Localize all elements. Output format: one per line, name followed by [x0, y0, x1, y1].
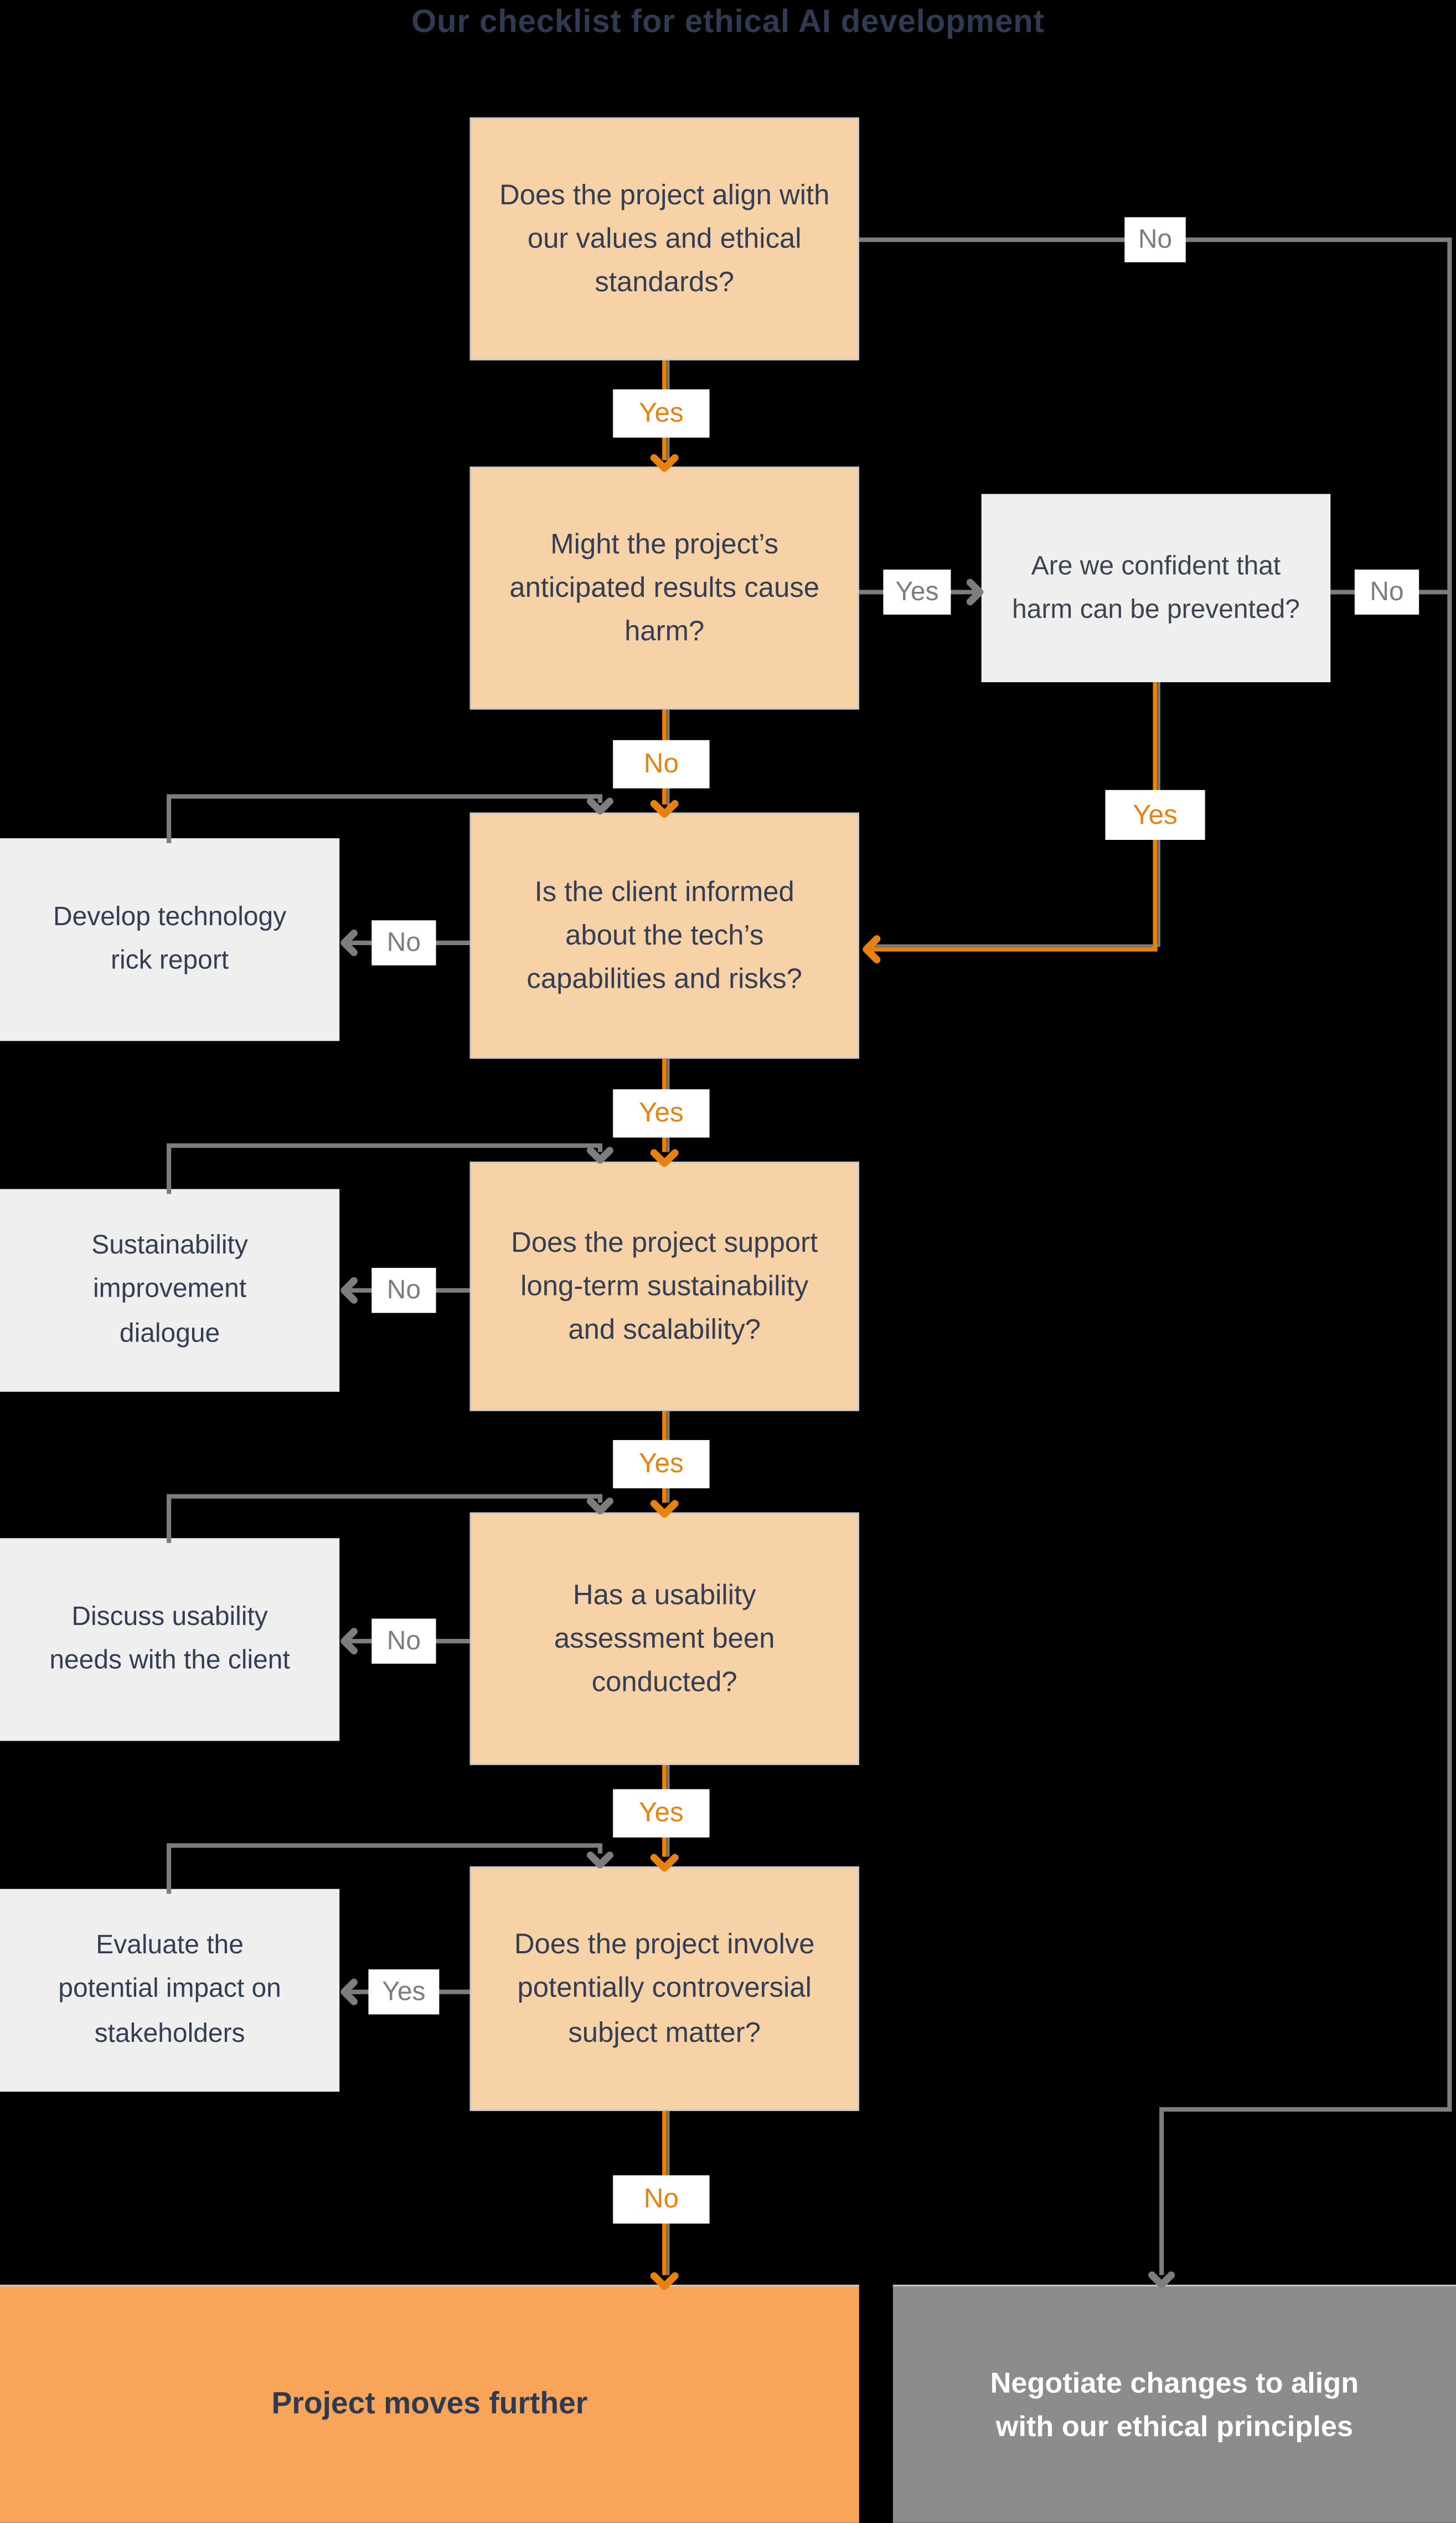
action-evaluate-stakeholder-impact: Evaluate the potential impact on stakeho…	[0, 1889, 340, 2092]
outcome-text: Project moves further	[271, 2387, 588, 2421]
action-sustainability-dialogue: Sustainability improvement dialogue	[0, 1189, 340, 1392]
label-q2-no: No	[613, 740, 710, 788]
question-sustainability: Does the project support long-term susta…	[469, 1162, 859, 1411]
arrow-down-into-negotiate-icon	[1148, 2271, 1175, 2289]
label-q4-yes: Yes	[613, 1439, 710, 1489]
label-q6-yes: Yes	[368, 1969, 440, 2015]
label-q6-no: No	[613, 2175, 710, 2224]
label-text: Yes	[382, 1977, 426, 2006]
label-text: Yes	[639, 1097, 684, 1128]
label-text: Yes	[639, 397, 684, 429]
arrow-right-into-harm-icon	[966, 579, 984, 606]
label-text: Yes	[639, 1797, 684, 1828]
question-usability-assessment: Has a usability assessment been conducte…	[469, 1512, 859, 1765]
label-q5-yes: Yes	[613, 1789, 710, 1838]
question-harm-prevention: Are we confident that harm can be preven…	[981, 494, 1331, 683]
question-text: Does the project support long-term susta…	[511, 1225, 818, 1345]
question-anticipated-harm: Might the project’s anticipated results …	[469, 466, 859, 710]
action-develop-risk-report: Develop technology rick report	[0, 838, 340, 1041]
action-text: Sustainability improvement dialogue	[91, 1231, 248, 1348]
arrow-left-into-stakeholders-icon	[340, 1978, 358, 2005]
outcome-project-moves-further: Project moves further	[0, 2284, 859, 2523]
label-text: No	[386, 927, 421, 957]
question-text: Might the project’s anticipated results …	[509, 527, 820, 647]
arrow-down-into-q6-icon	[586, 1851, 613, 1869]
outcome-negotiate-changes: Negotiate changes to align with our ethi…	[892, 2284, 1456, 2523]
label-q2-yes: Yes	[883, 569, 951, 615]
question-text: Is the client informed about the tech’s …	[526, 875, 802, 995]
label-q1-no: No	[1124, 217, 1186, 262]
outcome-text: Negotiate changes to align with our ethi…	[990, 2366, 1359, 2442]
label-text: No	[1370, 576, 1404, 606]
label-q3-yes: Yes	[613, 1089, 710, 1138]
label-text: No	[386, 1275, 421, 1304]
label-text: Yes	[639, 1448, 684, 1479]
action-discuss-usability-needs: Discuss usability needs with the client	[0, 1538, 340, 1741]
label-q1-yes: Yes	[613, 389, 710, 438]
arrow-left-into-q3-icon	[863, 935, 881, 964]
label-text: No	[386, 1626, 421, 1655]
label-q4-no: No	[371, 1268, 436, 1313]
label-harm-no: No	[1354, 569, 1419, 615]
arrow-down-into-q4-icon	[586, 1147, 613, 1164]
arrow-down-into-q5-icon	[586, 1497, 613, 1515]
label-text: No	[1138, 224, 1173, 254]
label-text: Yes	[1133, 798, 1178, 830]
label-text: Yes	[895, 576, 939, 606]
question-values-alignment: Does the project align with our values a…	[469, 117, 859, 360]
question-text: Does the project align with our values a…	[499, 178, 830, 298]
action-text: Evaluate the potential impact on stakeho…	[58, 1931, 281, 2048]
question-controversial-subject: Does the project involve potentially con…	[469, 1866, 859, 2111]
arrow-left-into-usability-icon	[340, 1628, 358, 1655]
label-text: No	[643, 2183, 679, 2214]
label-q5-no: No	[371, 1618, 436, 1664]
question-client-informed: Is the client informed about the tech’s …	[469, 812, 859, 1059]
question-text: Has a usability assessment been conducte…	[554, 1578, 775, 1698]
action-text: Discuss usability needs with the client	[49, 1602, 290, 1675]
question-text: Does the project involve potentially con…	[514, 1928, 815, 2048]
action-text: Develop technology rick report	[53, 902, 287, 976]
page-title: Our checklist for ethical AI development	[411, 4, 1045, 40]
label-text: No	[643, 748, 679, 779]
arrow-down-into-q3-icon	[586, 797, 613, 815]
arrow-left-into-risk-report-icon	[340, 929, 358, 956]
label-harm-yes: Yes	[1105, 790, 1205, 840]
arrow-left-into-dialogue-icon	[340, 1277, 358, 1304]
question-text: Are we confident that harm can be preven…	[1012, 552, 1300, 624]
label-q3-no: No	[371, 920, 436, 966]
